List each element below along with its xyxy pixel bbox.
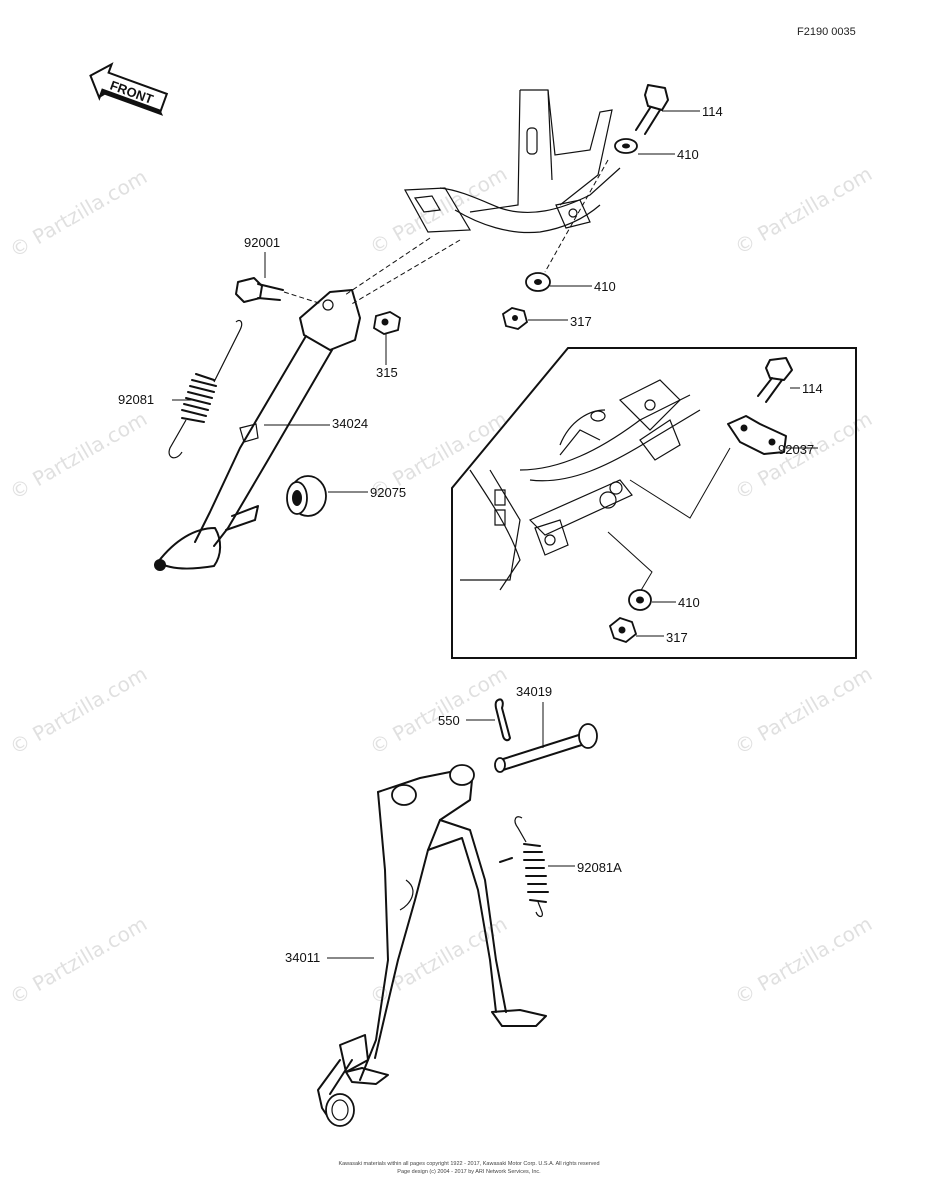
nut-317-top: 317 [501,307,592,330]
part-label-34011: 34011 [285,950,320,965]
part-label-34019: 34019 [516,684,552,699]
part-label-92081: 92081 [118,392,154,407]
spring-92081: 92081 [118,319,243,459]
pin-34019: 34019 [494,684,598,773]
bolt-114-inset: 114 [757,357,823,403]
bolt-92001: 92001 [235,235,323,305]
watermark: © Partzilla.com [6,911,152,1009]
part-label-317: 317 [570,314,592,329]
collar-92075: 92075 [286,475,406,517]
part-label-317: 317 [666,630,688,645]
nut-317-inset: 317 [608,616,688,645]
part-label-410: 410 [594,279,616,294]
cotter-pin-550: 550 [438,698,511,742]
part-label-34024: 34024 [332,416,368,431]
part-label-550: 550 [438,713,460,728]
nut-315: 315 [373,311,401,380]
part-label-315: 315 [376,365,398,380]
watermark: © Partzilla.com [731,161,877,259]
side-stand-34024: 34024 [154,289,368,571]
part-label-92075: 92075 [370,485,406,500]
part-label-92001: 92001 [244,235,280,250]
inset-box [451,347,857,659]
front-arrow-icon: FRONT [89,62,169,116]
washer-410-mid: 410 [525,272,616,294]
part-label-92037: 92037 [778,442,814,457]
watermark: © Partzilla.com [6,164,152,262]
watermark: © Partzilla.com [731,661,877,759]
washer-410-inset: 410 [628,589,700,611]
frame-section [344,89,621,306]
part-label-114: 114 [702,104,723,119]
bracket-92037: 92037 [727,415,818,457]
watermark: © Partzilla.com [6,406,152,504]
footer-copyright: Kawasaki materials within all pages copy… [338,1161,599,1167]
part-label-114: 114 [802,381,823,396]
part-label-92081a: 92081A [577,860,622,875]
watermark: © Partzilla.com [6,661,152,759]
bolt-114-top: 114 [635,84,723,135]
washer-410-top: 410 [614,138,699,162]
watermark: © Partzilla.com [366,661,512,759]
part-label-410: 410 [678,595,700,610]
footer-page-design: Page design (c) 2004 - 2017 by ARI Netwo… [397,1169,541,1175]
spring-92081a: 92081A [514,816,622,918]
watermark-layer: © Partzilla.com © Partzilla.com © Partzi… [6,161,877,1009]
part-label-410: 410 [677,147,699,162]
center-stand-34011: 34011 [285,764,547,1127]
watermark: © Partzilla.com [731,911,877,1009]
diagram-code: F2190 0035 [797,26,856,38]
